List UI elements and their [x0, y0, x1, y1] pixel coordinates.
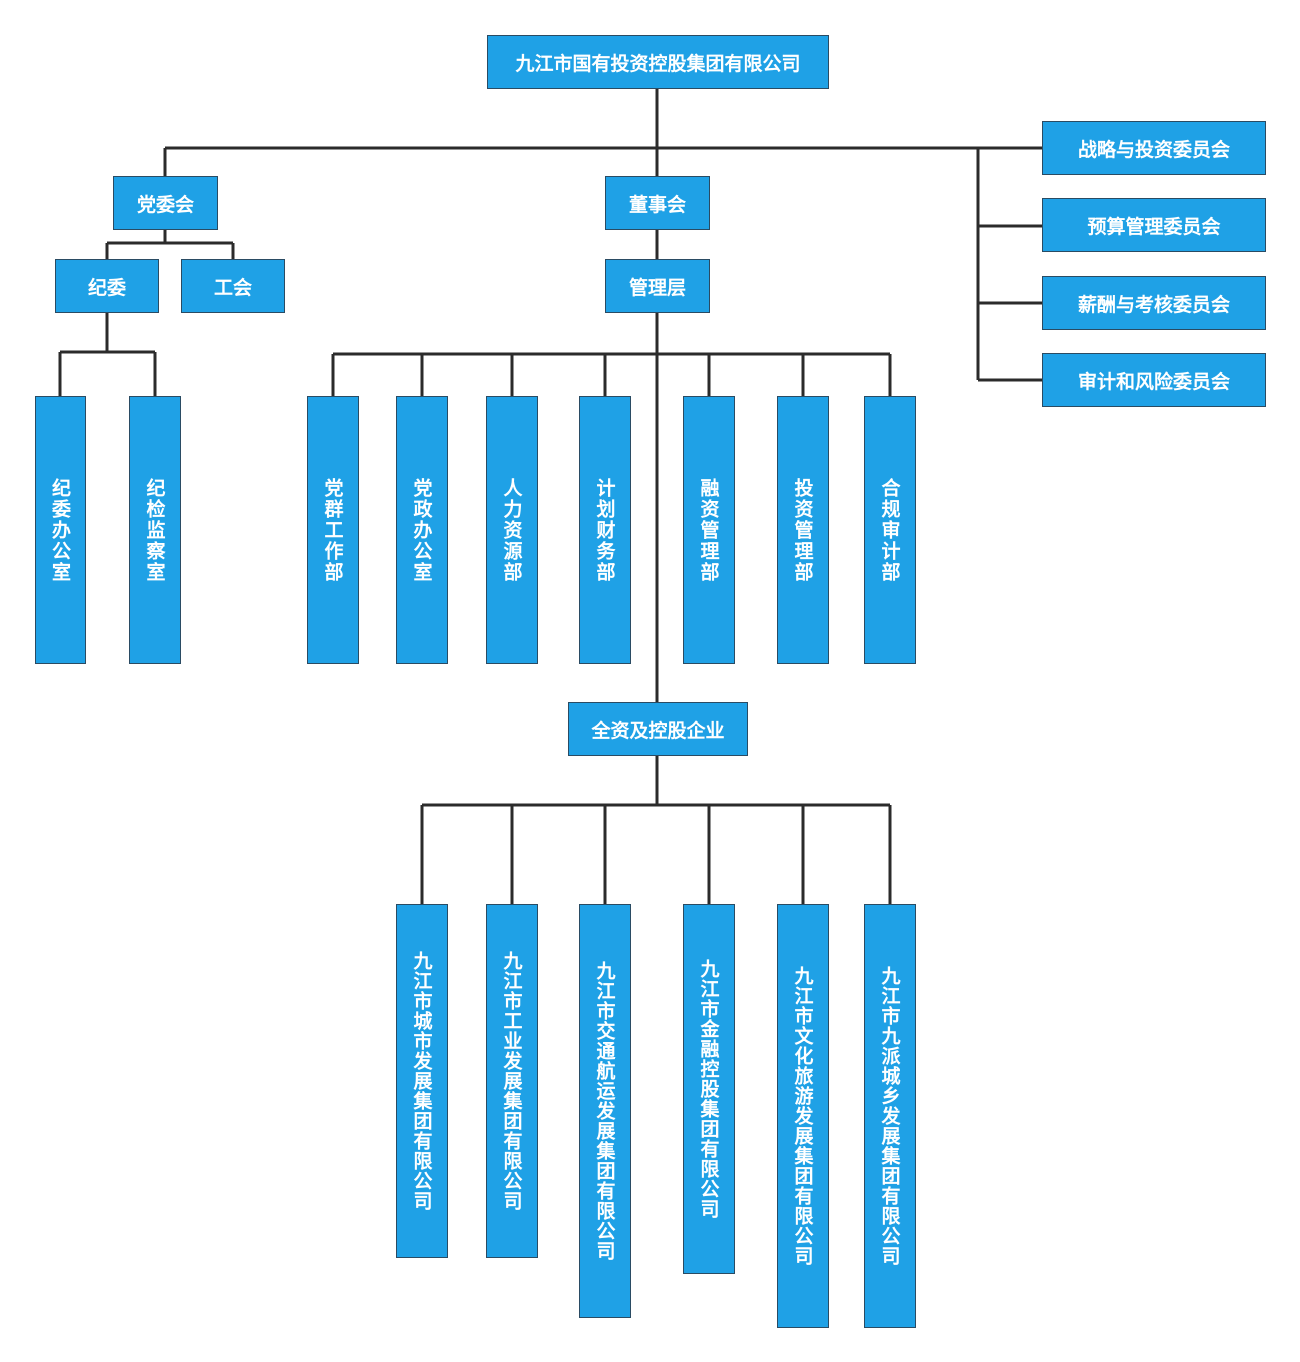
node-sub-tourism: 九江市文化旅游发展集团有限公司: [777, 904, 829, 1328]
node-party-committee: 党委会: [113, 176, 218, 230]
node-discipline-office: 纪委办公室: [35, 396, 86, 664]
node-dept-financing: 融资管理部: [683, 396, 735, 664]
node-dept-party-mass: 党群工作部: [307, 396, 359, 664]
node-sub-transport: 九江市交通航运发展集团有限公司: [579, 904, 631, 1318]
node-strategy-committee: 战略与投资委员会: [1042, 121, 1266, 175]
node-dept-investment: 投资管理部: [777, 396, 829, 664]
node-sub-urban: 九江市城市发展集团有限公司: [396, 904, 448, 1258]
node-compensation-committee: 薪酬与考核委员会: [1042, 276, 1266, 330]
node-board: 董事会: [605, 176, 710, 230]
node-root: 九江市国有投资控股集团有限公司: [487, 35, 829, 89]
node-audit-committee: 审计和风险委员会: [1042, 353, 1266, 407]
node-management: 管理层: [605, 259, 710, 313]
node-dept-hr: 人力资源部: [486, 396, 538, 664]
node-labor-union: 工会: [181, 259, 285, 313]
node-sub-jiupai: 九江市九派城乡发展集团有限公司: [864, 904, 916, 1328]
node-discipline-committee: 纪委: [55, 259, 159, 313]
node-sub-finance: 九江市金融控股集团有限公司: [683, 904, 735, 1274]
node-holdings: 全资及控股企业: [568, 702, 748, 756]
node-dept-general-office: 党政办公室: [396, 396, 448, 664]
node-supervision-office: 纪检监察室: [129, 396, 181, 664]
node-dept-compliance: 合规审计部: [864, 396, 916, 664]
node-dept-finance: 计划财务部: [579, 396, 631, 664]
node-budget-committee: 预算管理委员会: [1042, 198, 1266, 252]
node-sub-industry: 九江市工业发展集团有限公司: [486, 904, 538, 1258]
